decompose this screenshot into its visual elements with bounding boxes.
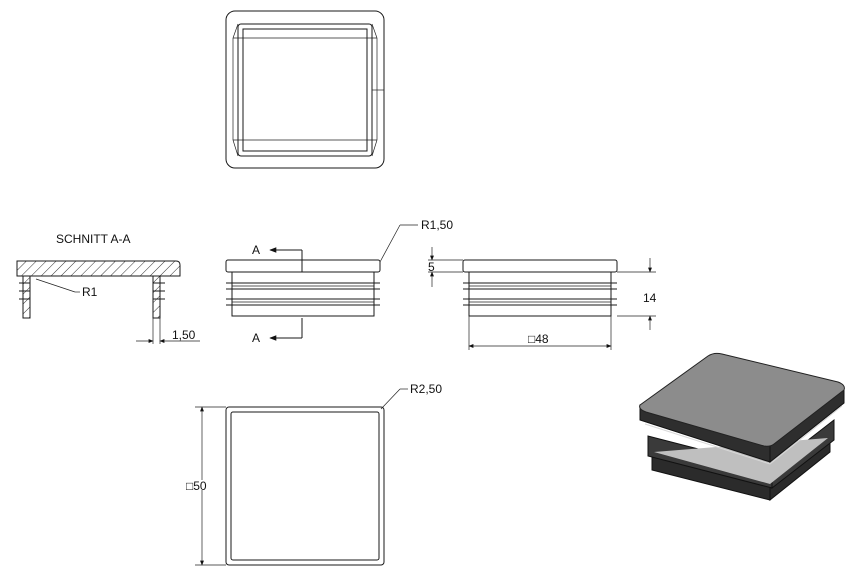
r1-label: R1: [82, 285, 98, 299]
front-view: 5 14 □48: [428, 247, 657, 350]
plan-view: R2,50 □50: [186, 382, 442, 566]
section-view: SCHNITT A-A R1 1,50: [16, 232, 200, 344]
section-title: SCHNITT A-A: [56, 232, 130, 246]
cut-label-top: A: [252, 243, 260, 257]
isometric-view: [639, 352, 845, 502]
r250-label: R2,50: [410, 382, 442, 396]
section-right-ribs: [152, 275, 165, 319]
cut-label-bottom: A: [252, 331, 260, 345]
section-left-ribs: [19, 275, 31, 319]
wall-thickness-label: 1,50: [172, 328, 196, 342]
width-50-label: □50: [186, 479, 207, 493]
height-5-label: 5: [428, 260, 435, 274]
width-48-label: □48: [528, 332, 549, 346]
side-view-cut: A A R1,50: [225, 218, 453, 345]
r150-label: R1,50: [421, 218, 453, 232]
height-14-label: 14: [643, 291, 657, 305]
top-view: [225, 10, 385, 169]
